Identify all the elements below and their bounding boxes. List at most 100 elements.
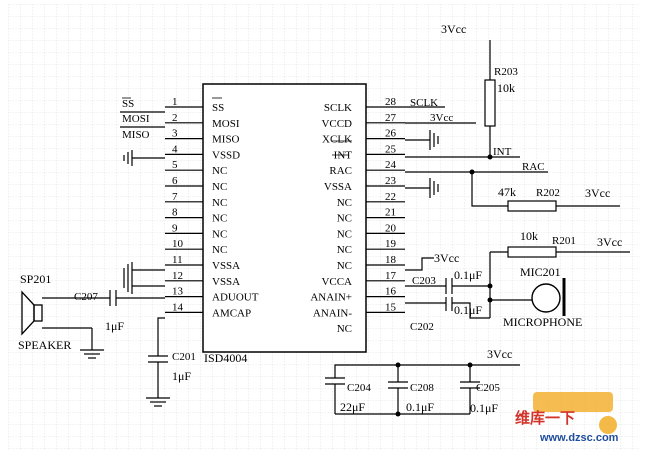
speaker-icon [21,290,43,336]
ground-symbol-pin26 [405,130,439,150]
r201-value: 10k [520,229,538,243]
ground-symbol-pin4 [123,150,165,166]
r201-label: R201 [552,235,576,247]
c207-label: C207 [74,291,98,303]
pin-name-8: NC [212,213,227,225]
c208-label: C208 [410,382,434,394]
microphone-label: MICROPHONE [503,315,582,329]
pin-name-23: VSSA [324,181,352,193]
pin-number-21: 21 [385,207,396,219]
pin-name-13: ADUOUT [212,292,259,304]
pin-name-24: RAC [329,165,352,177]
pin-name-14: AMCAP [212,307,251,319]
pin-name-22: NC [337,197,352,209]
supply-label-bottom: 3Vcc [487,347,512,361]
c205-value: 0.1μF [470,401,498,415]
pin-number-3: 3 [172,128,178,140]
mic-junction-top [487,283,493,289]
int-junction [487,154,493,160]
supply-label-r202: 3Vcc [585,186,610,200]
watermark-cn: 维库一下 [515,409,575,427]
pin-name-26: XCLK [322,134,352,146]
resistor-r203 [484,79,496,127]
resistor-r201 [507,246,557,258]
pin-number-28: 28 [385,96,397,108]
pin-number-11: 11 [172,254,183,266]
capacitor-c201 [146,355,170,407]
pin-number-22: 22 [385,191,396,203]
c201-label: C201 [172,351,196,363]
mic201-label: MIC201 [520,265,561,279]
pin-number-12: 12 [172,270,183,282]
watermark-url: www.dzsc.com [539,432,619,444]
c204-top-wire [334,364,398,378]
capacitor-c207 [109,290,165,306]
supply-label-pin17: 3Vcc [434,251,459,265]
pin-number-6: 6 [172,175,178,187]
pin-number-19: 19 [385,238,397,250]
ic-name: ISD4004 [204,351,247,365]
pin-name-11: VSSA [212,260,240,272]
ground-symbol-pin11-12 [123,262,165,294]
pin-name-15: ANAIN- [313,307,352,319]
pin-number-9: 9 [172,222,178,234]
c201-value: 1μF [172,369,191,383]
pin-name-5: NC [212,165,227,177]
supply-label-top: 3Vcc [441,22,466,36]
ic-body [202,83,367,353]
pin-name-27: VCCD [321,118,352,130]
net-label-rac: RAC [522,161,545,173]
net-label-int: INT [493,146,512,158]
c205-label: C205 [476,382,500,394]
speaker-label: SPEAKER [18,338,71,352]
net-label-ss: SS [122,98,134,110]
pin-number-4: 4 [172,143,178,155]
supply-label-r201: 3Vcc [597,235,622,249]
capacitor-c205 [460,365,480,414]
pin-number-24: 24 [385,159,397,171]
c204-value: 22μF [340,400,365,414]
pin-number-20: 20 [385,222,397,234]
c208-value: 0.1μF [406,400,434,414]
pin-number-17: 17 [385,270,397,282]
net-label-mosi: MOSI [122,113,150,125]
c207-value: 1μF [105,319,124,333]
c202-right-wire [452,302,490,319]
pin-name-6: NC [212,181,227,193]
pin-name-21: NC [337,213,352,225]
ground-symbol-speaker [80,349,104,359]
pin-name-20: NC [337,228,352,240]
pin-name-9: NC [212,228,227,240]
pin-name-19: NC [337,244,352,256]
pin-name-7: NC [212,197,227,209]
c208-junction-bottom [395,411,401,417]
pin-name-10: NC [212,244,227,256]
pin-number-16: 16 [385,286,397,298]
pin-number-7: 7 [172,191,178,203]
pin-number-13: 13 [172,286,184,298]
pin17-wire [405,257,434,271]
pin-number-25: 25 [385,143,397,155]
pin-number-10: 10 [172,238,184,250]
pin-number-5: 5 [172,159,178,171]
watermark-logo: 维库一下 www.dzsc.com [515,392,619,444]
microphone-icon [531,278,566,316]
c202-label: C202 [410,321,434,333]
pin-name-4: VSSD [212,149,240,161]
c203-value: 0.1μF [454,268,482,282]
capacitor-c208 [388,365,408,414]
resistor-r202 [507,200,557,212]
pin-name-12: VSSA [212,276,240,288]
pin14-wire [157,317,165,356]
pin-number-1: 1 [172,96,178,108]
pin-name-3: MISO [212,134,240,146]
sp201-label: SP201 [20,272,51,286]
c204-label: C204 [347,382,371,394]
pin-name-extra-nc: NC [337,323,352,335]
net-label-miso: MISO [122,129,150,141]
r202-left-wire [471,172,508,207]
pin-name-28: SCLK [324,102,352,114]
net-label-sclk: SCLK [410,97,438,109]
